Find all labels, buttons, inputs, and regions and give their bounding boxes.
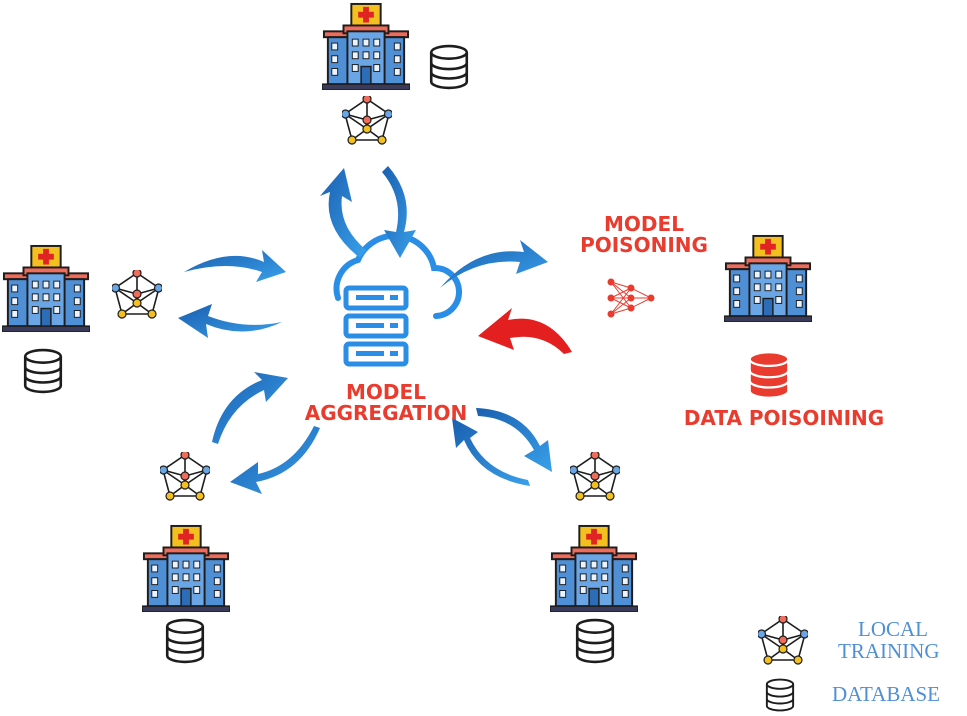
hospital-icon [2, 244, 90, 332]
hospital-icon [724, 234, 812, 322]
model-poisoning-line-2: POISONING [580, 233, 708, 257]
model-poisoning-line-1: MODEL [604, 212, 684, 236]
model-aggregation-label: MODEL AGGREGATION [296, 382, 476, 424]
legend-local-training: LOCAL TRAINING [838, 618, 964, 662]
legend-database: DATABASE [832, 683, 964, 705]
model-aggregation-line-2: AGGREGATION [304, 401, 468, 425]
neural-network-icon [112, 270, 162, 319]
poisoned-neural-network-icon [607, 278, 655, 318]
cloud-server-icon [333, 232, 462, 367]
neural-network-icon [570, 452, 620, 501]
hospital-icon [550, 524, 638, 612]
model-aggregation-line-1: MODEL [346, 380, 426, 404]
model-poisoning-label: MODEL POISONING [570, 214, 718, 256]
database-icon [429, 44, 469, 90]
database-icon [23, 348, 63, 394]
arrow-icon [178, 166, 552, 494]
hospital-icon [322, 2, 410, 90]
database-legend-icon [765, 678, 795, 712]
poison-arrow-icon [478, 308, 572, 354]
hospital-icon [142, 524, 230, 612]
database-icon [575, 618, 615, 664]
data-poisoning-label: DATA POISOINING [676, 408, 892, 429]
neural-network-icon [342, 96, 392, 145]
neural-network-legend-icon [758, 616, 808, 665]
data-poisoning-text: DATA POISOINING [683, 406, 885, 430]
legend-local-training-line-2: TRAINING [838, 639, 940, 664]
database-icon [165, 618, 205, 664]
legend-database-text: DATABASE [832, 682, 940, 706]
database-red-icon [748, 351, 790, 399]
legend-local-training-line-1: LOCAL [858, 617, 928, 641]
neural-network-icon [160, 452, 210, 501]
